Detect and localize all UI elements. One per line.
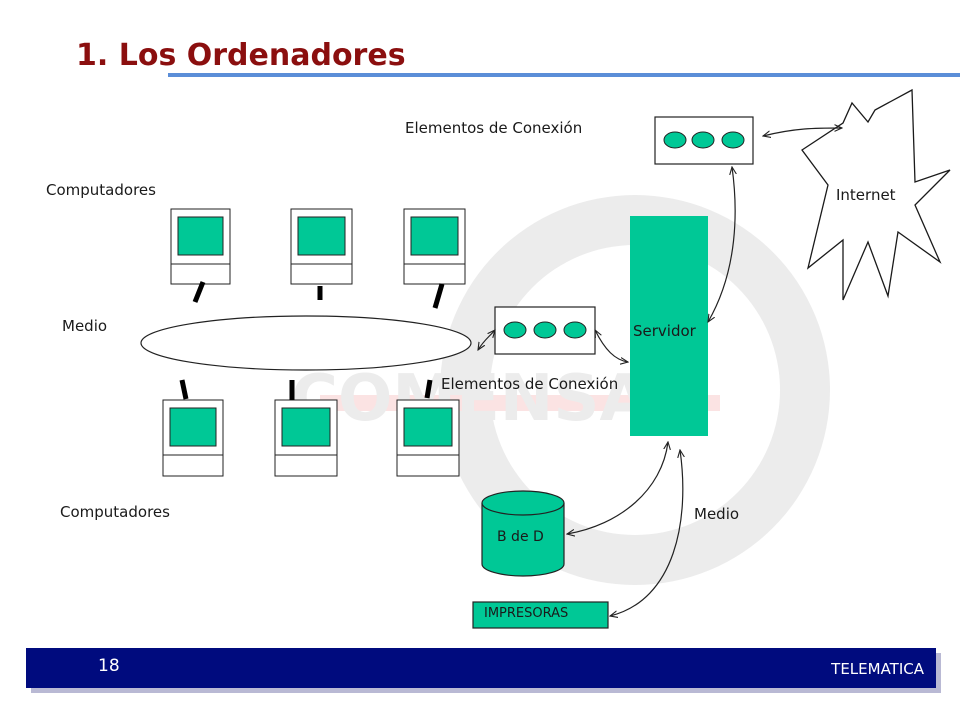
computer-bottom-1 — [162, 399, 224, 477]
label-medio-right: Medio — [694, 505, 740, 523]
slide-title: 1. Los Ordenadores — [76, 38, 406, 73]
label-elementos-conexion-middle: Elementos de Conexión — [441, 375, 619, 393]
computer-top-3 — [403, 208, 466, 285]
label-servidor: Servidor — [633, 322, 696, 340]
label-internet: Internet — [836, 186, 896, 204]
internet-cloud — [801, 88, 951, 301]
computer-top-1 — [170, 208, 231, 285]
label-base-datos: B de D — [497, 529, 544, 545]
label-computadores-bottom: Computadores — [60, 503, 170, 521]
slide-number: 18 — [98, 656, 120, 676]
label-elementos-conexion-top: Elementos de Conexión — [405, 119, 583, 137]
label-medio-left: Medio — [62, 317, 108, 335]
label-impresoras: IMPRESORAS — [484, 606, 569, 621]
footer-course-name: TELEMATICA — [831, 660, 924, 678]
server — [630, 216, 708, 436]
database — [481, 490, 565, 577]
watermark-text: COMENSA — [291, 362, 649, 436]
connection-arrows — [478, 128, 842, 616]
connection-element-top — [654, 116, 754, 165]
cable-connectors — [179, 281, 445, 400]
footer-bar: 18 TELEMATICA — [26, 648, 936, 688]
computer-top-2 — [290, 208, 353, 285]
title-underline — [168, 73, 960, 77]
connection-element-middle — [494, 306, 596, 355]
computer-bottom-2 — [274, 399, 338, 477]
network-medium-ring — [140, 315, 472, 371]
label-computadores-top: Computadores — [46, 181, 156, 199]
computer-bottom-3 — [396, 399, 460, 477]
printers-box — [472, 601, 609, 629]
